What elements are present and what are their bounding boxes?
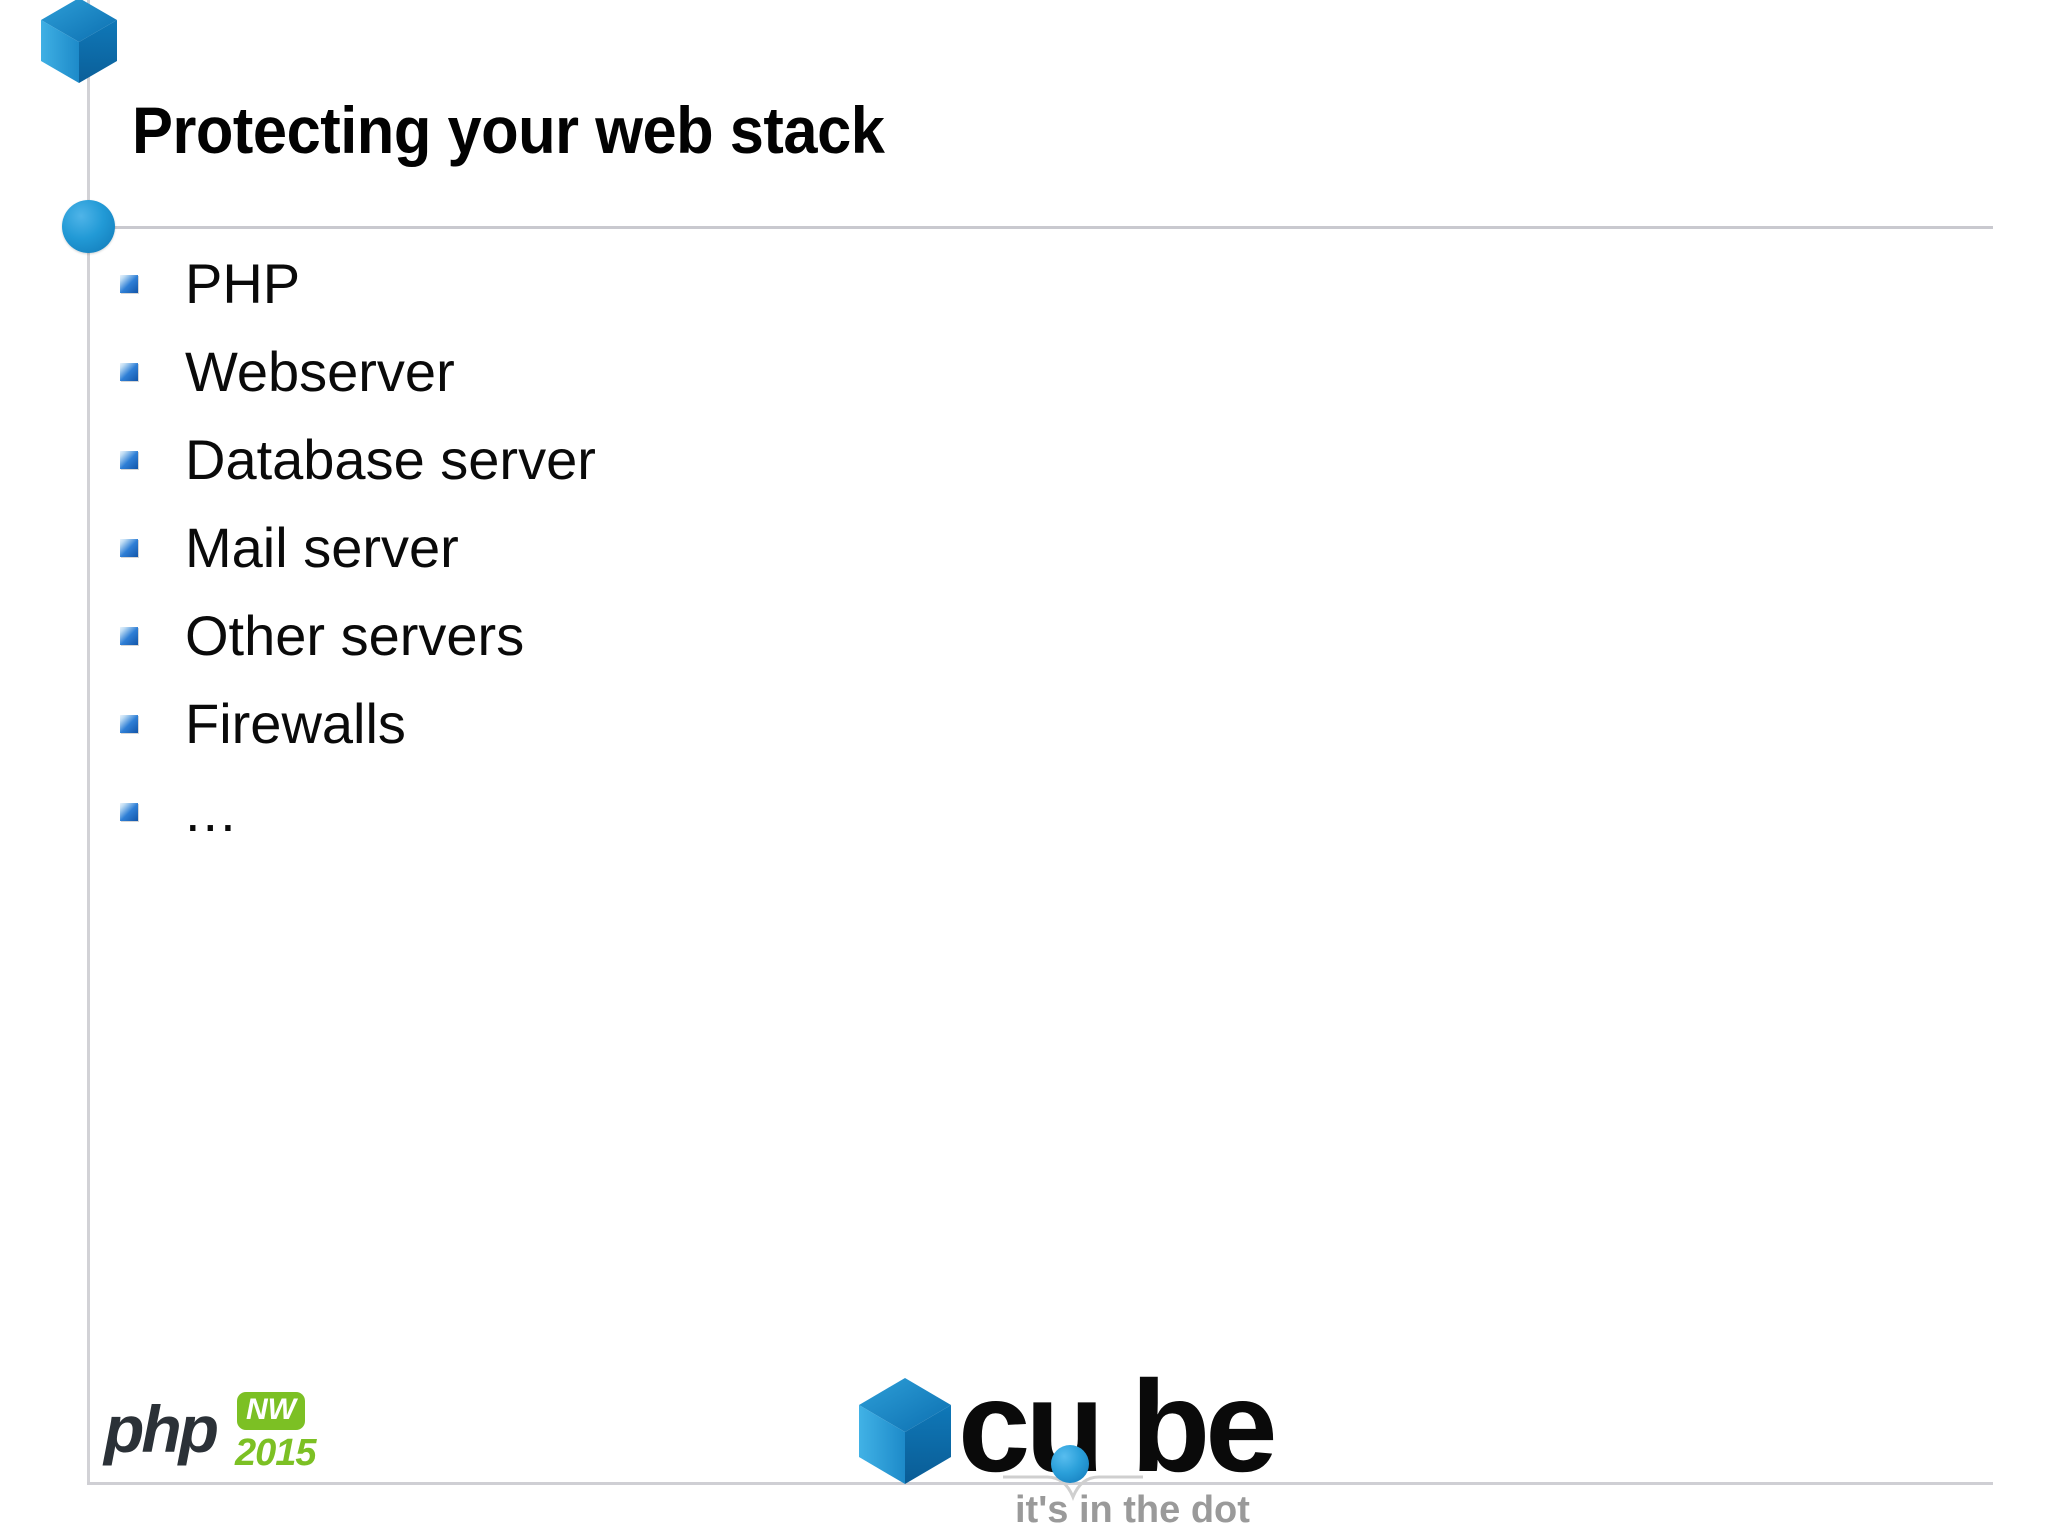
slide-left-border: [87, 0, 90, 1484]
page-title: Protecting your web stack: [132, 93, 885, 167]
list-item: Webserver: [120, 328, 1720, 416]
bullet-list: PHP Webserver Database server Mail serve…: [120, 240, 1720, 856]
list-item-label: Database server: [185, 428, 596, 491]
list-item-label: Other servers: [185, 604, 525, 667]
square-bullet-icon: [120, 803, 138, 821]
slide-bottom-border: [87, 1482, 1993, 1485]
cube-logo-swoop-icon: [1003, 1473, 1143, 1503]
dot-icon: [62, 200, 115, 253]
square-bullet-icon: [120, 539, 138, 557]
square-bullet-icon: [120, 715, 138, 733]
phpnw-logo: php NW 2015: [104, 1390, 320, 1474]
square-bullet-icon: [120, 363, 138, 381]
list-item: Firewalls: [120, 680, 1720, 768]
list-item-label: ...: [185, 780, 238, 843]
list-item: PHP: [120, 240, 1720, 328]
cube-logo: cu be it's in the dot: [855, 1361, 1335, 1535]
cube-icon: [38, 0, 120, 86]
square-bullet-icon: [120, 275, 138, 293]
phpnw-badge: NW: [237, 1392, 305, 1430]
cube-logo-dot-icon: [1051, 1445, 1089, 1483]
square-bullet-icon: [120, 451, 138, 469]
cube-logo-tagline: it's in the dot: [1015, 1489, 1250, 1531]
list-item-label: PHP: [185, 252, 301, 315]
title-divider-rule: [87, 226, 1993, 229]
list-item-label: Mail server: [185, 516, 459, 579]
cube-logo-wordmark: cu be: [958, 1353, 1278, 1499]
list-item: Mail server: [120, 504, 1720, 592]
cube-logo-icon: [855, 1375, 955, 1487]
list-item-label: Firewalls: [185, 692, 406, 755]
list-item: ...: [120, 768, 1720, 856]
list-item: Other servers: [120, 592, 1720, 680]
phpnw-year: 2015: [235, 1432, 317, 1474]
phpnw-wordmark: php: [104, 1392, 219, 1466]
list-item-label: Webserver: [185, 340, 455, 403]
list-item: Database server: [120, 416, 1720, 504]
square-bullet-icon: [120, 627, 138, 645]
